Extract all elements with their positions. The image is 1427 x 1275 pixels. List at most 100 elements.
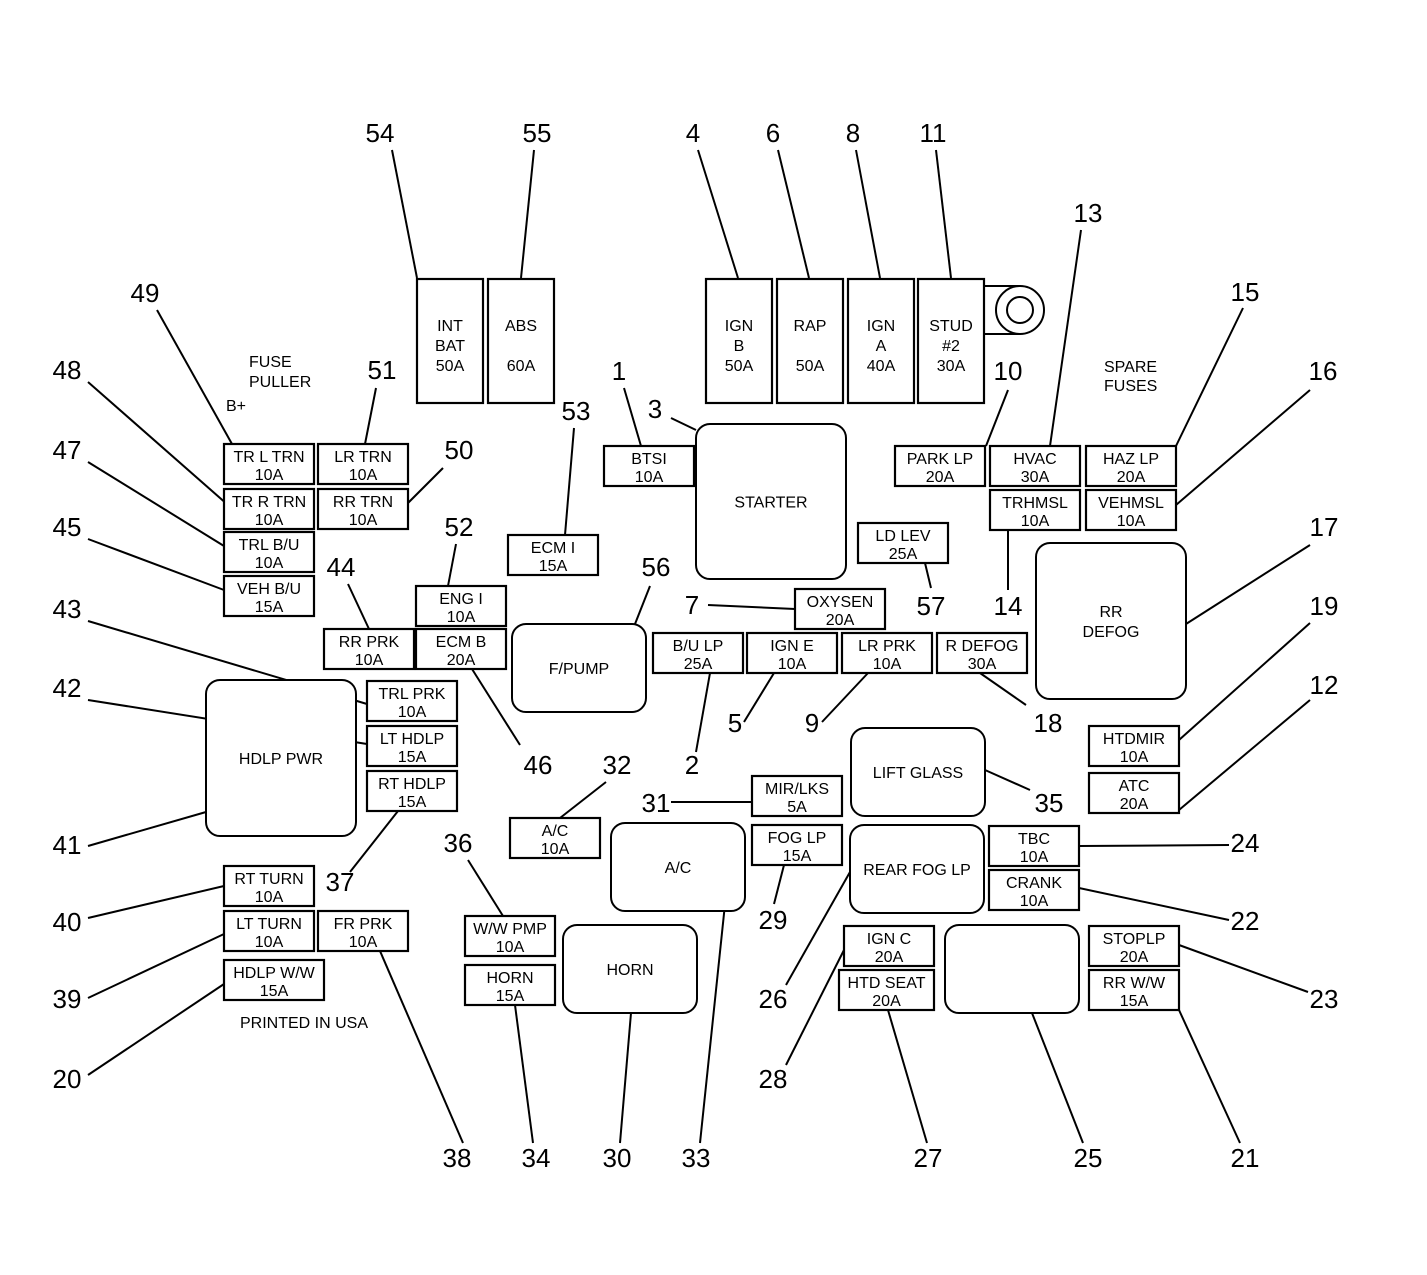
relay-3-label-1: STARTER xyxy=(734,495,807,512)
fuse-57-outline xyxy=(856,521,950,565)
fuse-54-label-3: 50A xyxy=(436,358,465,375)
leader-line-33 xyxy=(699,884,728,1144)
leader-line-2 xyxy=(695,672,711,753)
relay-35-outline xyxy=(850,727,986,817)
fuse-52-label-2: 10A xyxy=(447,609,476,626)
fuse-15-label-1: HAZ LP xyxy=(1103,451,1159,468)
fuse-50-outline xyxy=(316,487,410,531)
fuse-4-outline xyxy=(704,277,774,405)
leader-line-23 xyxy=(1178,944,1309,993)
fuse-9-label-2: 10A xyxy=(873,656,902,673)
fuse-24-label-1: TBC xyxy=(1018,831,1050,848)
relay-26-outline xyxy=(849,824,985,914)
fuse-18-outline xyxy=(935,631,1029,675)
leader-line-13 xyxy=(1049,229,1082,447)
spare-fuses-label-1: SPARE xyxy=(1104,359,1157,376)
callout-28: 28 xyxy=(759,1064,788,1094)
stud-terminal-inner-icon xyxy=(1006,296,1034,324)
fuse-38-label-2: 10A xyxy=(349,934,378,951)
leader-line-25 xyxy=(1031,1012,1084,1144)
fuse-23-label-2: 20A xyxy=(1120,949,1149,966)
callout-29: 29 xyxy=(759,905,788,935)
callout-9: 9 xyxy=(805,708,819,738)
callout-8: 8 xyxy=(846,118,860,148)
fuse-37-label-2: 15A xyxy=(398,794,427,811)
callout-39: 39 xyxy=(53,984,82,1014)
leader-line-18 xyxy=(979,672,1027,706)
fuse-40-label-2: 10A xyxy=(255,889,284,906)
fuse-20-label-2: 15A xyxy=(260,983,289,1000)
callout-44: 44 xyxy=(327,552,356,582)
relay-30: HORN xyxy=(562,924,698,1014)
leader-line-45 xyxy=(87,538,225,591)
fuse-7-label-1: OXYSEN xyxy=(807,594,874,611)
callout-6: 6 xyxy=(766,118,780,148)
callout-57: 57 xyxy=(917,591,946,621)
fuse-50-label-1: RR TRN xyxy=(333,494,393,511)
fuse-9-outline xyxy=(840,631,934,675)
callout-53: 53 xyxy=(562,396,591,426)
fuse-49-label-1: TR L TRN xyxy=(233,449,304,466)
fuse-18-label-1: R DEFOG xyxy=(946,638,1019,655)
callout-19: 19 xyxy=(1310,591,1339,621)
callout-25: 25 xyxy=(1074,1143,1103,1173)
fuse-53-label-2: 15A xyxy=(539,558,568,575)
b-plus-label: B+ xyxy=(226,398,246,415)
fuse-49-outline xyxy=(222,442,316,486)
fuse-8-outline xyxy=(846,277,916,405)
fuse-22-outline xyxy=(987,868,1081,912)
fuse-puller-label-1: FUSE xyxy=(249,354,292,371)
fuse-51-label-2: 10A xyxy=(349,467,378,484)
fuse-6-label-1: RAP xyxy=(794,318,827,335)
callout-38: 38 xyxy=(443,1143,472,1173)
fuse-32-label-2: 10A xyxy=(541,841,570,858)
leader-line-51 xyxy=(364,387,377,445)
fuse-40-outline xyxy=(222,864,316,908)
callout-54: 54 xyxy=(366,118,395,148)
leader-line-57 xyxy=(924,562,932,589)
callout-45: 45 xyxy=(53,512,82,542)
callout-31: 31 xyxy=(642,788,671,818)
leader-line-9 xyxy=(821,672,869,723)
relay-35: LIFT GLASS xyxy=(850,727,986,817)
fuse-43-outline xyxy=(365,679,459,723)
fuse-36-outline xyxy=(463,914,557,958)
leader-line-26 xyxy=(785,871,851,986)
leader-line-46 xyxy=(471,668,521,746)
fuse-45-label-1: VEH B/U xyxy=(237,581,301,598)
fuse-48-label-2: 10A xyxy=(255,512,284,529)
fuse-34-label-2: 15A xyxy=(496,988,525,1005)
fuse-45-outline xyxy=(222,574,316,618)
callout-26: 26 xyxy=(759,984,788,1014)
leader-line-38 xyxy=(379,950,464,1144)
fuse-54-label-1: INT xyxy=(437,318,463,335)
leader-line-53 xyxy=(564,427,575,536)
callout-3: 3 xyxy=(648,394,662,424)
fuse-55-label-1: ABS xyxy=(505,318,537,335)
relay-56-outline xyxy=(511,623,647,713)
leader-line-39 xyxy=(87,933,225,999)
leader-line-49 xyxy=(156,309,233,445)
fuse-6-label-3: 50A xyxy=(796,358,825,375)
leader-line-41 xyxy=(87,811,207,847)
callout-16: 16 xyxy=(1309,356,1338,386)
fuse-53-outline xyxy=(506,533,600,577)
fuse-4-label-1: IGN xyxy=(725,318,753,335)
relay-33-outline xyxy=(610,822,746,912)
